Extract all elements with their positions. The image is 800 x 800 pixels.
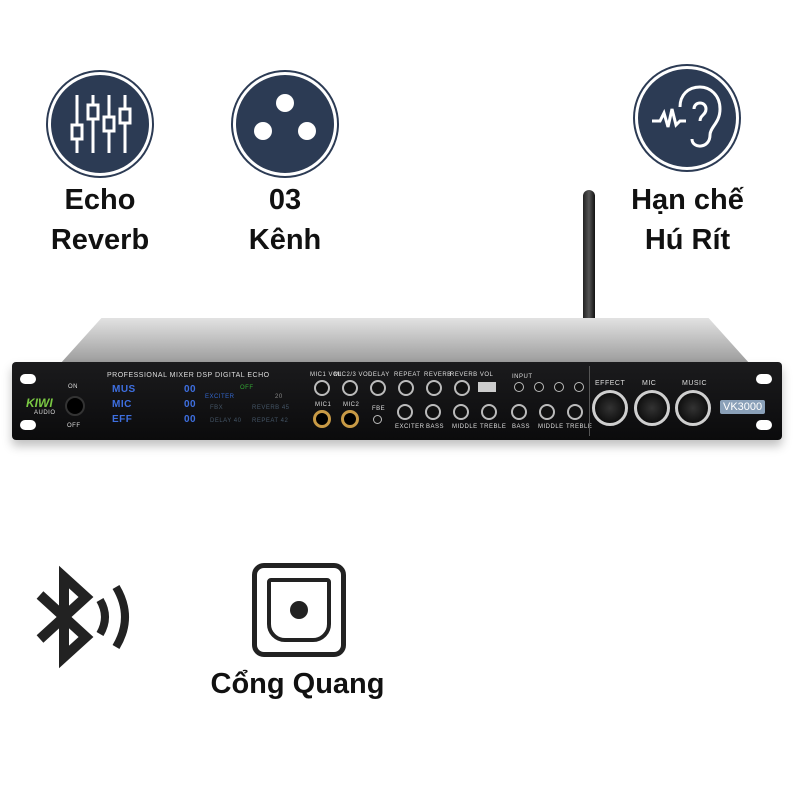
- music-bass-knob[interactable]: [511, 404, 527, 420]
- mic-bass-knob[interactable]: [425, 404, 441, 420]
- mic1-jack[interactable]: [313, 410, 331, 428]
- knob-label: MIC: [642, 380, 657, 387]
- display-row-value: 00: [184, 384, 197, 395]
- display-row-label: MUS: [112, 384, 136, 395]
- equalizer-sliders-icon: [48, 72, 152, 176]
- display-repeat: REPEAT 42: [252, 418, 289, 424]
- music-treble-knob[interactable]: [567, 404, 583, 420]
- fbe-label: FBE: [372, 406, 386, 412]
- display-row-value: 00: [184, 399, 197, 410]
- knob-label: DELAY: [368, 372, 390, 378]
- xlr-connector-icon: [233, 72, 337, 176]
- knob-label: REVERB VOL: [450, 372, 494, 378]
- knob-label: MIDDLE: [538, 424, 564, 430]
- knob-label: MIC2/3 VOL: [334, 372, 373, 378]
- knob-label: BASS: [512, 424, 531, 430]
- music-knob[interactable]: [675, 390, 711, 426]
- mic2-jack[interactable]: [341, 410, 359, 428]
- karaoke-mixer-device: KIWI AUDIO ON OFF PROFESSIONAL MIXER DSP…: [12, 362, 782, 440]
- power-on-label: ON: [68, 384, 78, 390]
- knob-label: MUSIC: [682, 380, 708, 387]
- mic1-vol-knob[interactable]: [314, 380, 330, 396]
- feature-label: Reverb: [50, 224, 150, 256]
- device-top-cover: [60, 318, 750, 364]
- optical-label: Cổng Quang: [210, 668, 385, 700]
- usb-port[interactable]: [478, 382, 496, 392]
- delay-knob[interactable]: [370, 380, 386, 396]
- mic-knob[interactable]: [634, 390, 670, 426]
- knob-label: EXCITER: [395, 424, 425, 430]
- rack-hole: [20, 374, 36, 384]
- effect-knob[interactable]: [592, 390, 628, 426]
- knob-label: TREBLE: [480, 424, 507, 430]
- rack-hole: [756, 374, 772, 384]
- ear-sound-icon: [635, 66, 739, 170]
- display-num: 20: [275, 394, 283, 400]
- device-headline: PROFESSIONAL MIXER DSP DIGITAL ECHO: [107, 372, 270, 379]
- display-delay: DELAY 40: [210, 418, 242, 424]
- reverb-vol-knob[interactable]: [454, 380, 470, 396]
- knob-label: EFFECT: [595, 380, 626, 387]
- power-off-label: OFF: [67, 423, 81, 429]
- fbe-button[interactable]: [373, 415, 382, 424]
- reverb-knob[interactable]: [426, 380, 442, 396]
- feature-echo-reverb: Echo Reverb: [30, 180, 170, 260]
- display-exciter: EXCITER: [205, 394, 235, 400]
- model-badge: VK3000: [720, 400, 766, 414]
- music-middle-knob[interactable]: [539, 404, 555, 420]
- input-button[interactable]: [514, 382, 524, 392]
- brand-sub: AUDIO: [34, 410, 56, 416]
- prev-button[interactable]: [574, 382, 584, 392]
- display-reverb: REVERB 45: [252, 405, 290, 411]
- display-off: OFF: [240, 385, 254, 391]
- mic23-vol-knob[interactable]: [342, 380, 358, 396]
- knob-label: MIDDLE: [452, 424, 478, 430]
- feature-label: 03: [268, 184, 302, 216]
- rack-hole: [20, 420, 36, 430]
- display-fbx: FBX: [210, 405, 224, 411]
- bluetooth-icon: [28, 565, 148, 680]
- knob-label: REVERB: [424, 372, 452, 378]
- brand-logo: KIWI: [26, 396, 53, 410]
- feature-channels: 03 Kênh: [215, 180, 355, 260]
- input-label: INPUT: [512, 374, 533, 380]
- optical-port-icon: [252, 563, 346, 657]
- jack-label: MIC2: [343, 402, 360, 408]
- power-button[interactable]: [65, 396, 85, 416]
- divider: [589, 366, 590, 436]
- mic-treble-knob[interactable]: [481, 404, 497, 420]
- knob-label: MIC1 VOL: [310, 372, 343, 378]
- feature-label: Hạn chế: [631, 184, 744, 216]
- knob-label: BASS: [426, 424, 445, 430]
- display-row-label: EFF: [112, 414, 133, 425]
- mic-middle-knob[interactable]: [453, 404, 469, 420]
- knob-label: REPEAT: [394, 372, 421, 378]
- rack-hole: [756, 420, 772, 430]
- feature-label: Echo: [64, 184, 136, 216]
- next-button[interactable]: [554, 382, 564, 392]
- jack-label: MIC1: [315, 402, 332, 408]
- feature-feedback-suppression: Hạn chế Hú Rít: [610, 180, 765, 260]
- repeat-knob[interactable]: [398, 380, 414, 396]
- display-row-value: 00: [184, 414, 197, 425]
- knob-label: TREBLE: [566, 424, 593, 430]
- feature-label: Kênh: [248, 224, 322, 256]
- play-pause-button[interactable]: [534, 382, 544, 392]
- exciter-knob[interactable]: [397, 404, 413, 420]
- display-row-label: MIC: [112, 399, 132, 410]
- feature-label: Hú Rít: [644, 224, 731, 256]
